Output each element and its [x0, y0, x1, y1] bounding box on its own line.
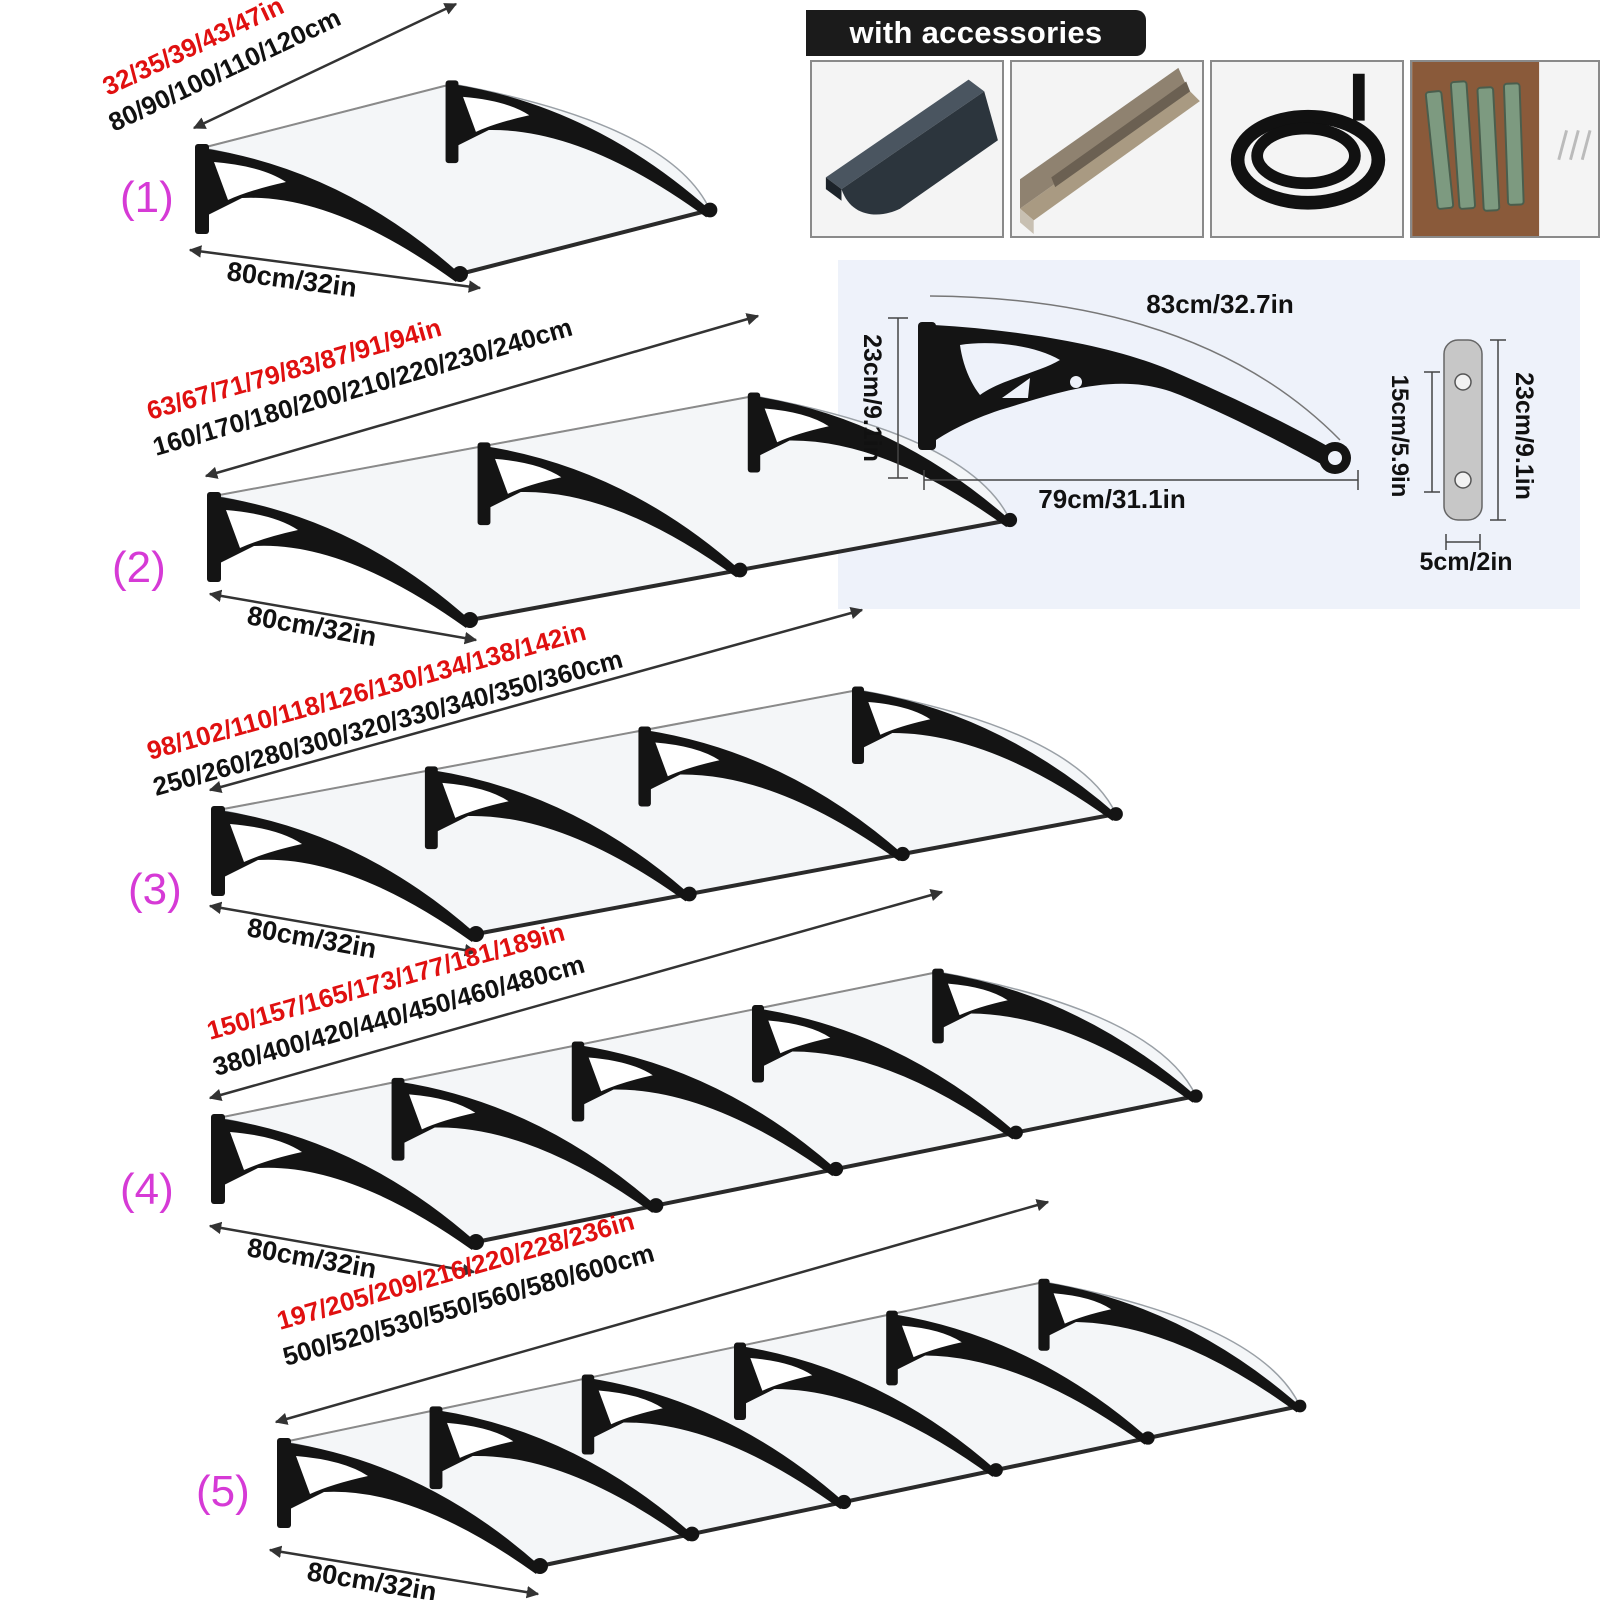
front-bar: [459, 208, 711, 276]
bracket-height-label: 23cm/9.1in: [858, 334, 886, 462]
awning-model-1: 32/35/39/43/47in80/90/100/110/120cm80cm/…: [98, 0, 718, 303]
plate-width-label: 5cm/2in: [1419, 548, 1512, 576]
gutter-icon: [810, 60, 1004, 238]
arc-dimension-line: [929, 295, 1341, 441]
width-dimension-arrow: [192, 2, 458, 130]
plate-hole-spacing-label: 15cm/5.9in: [1386, 375, 1413, 498]
depth-dimension-arrow: [268, 1545, 540, 1599]
accessories-header: with accessories: [806, 10, 1146, 56]
rubber-seal-icon: [1210, 60, 1404, 238]
awning-models: 32/35/39/43/47in80/90/100/110/120cm80cm/…: [98, 0, 1307, 1600]
awning-model-3: 98/102/110/118/126/130/134/138/142in250/…: [128, 606, 1123, 964]
model-label: (3): [128, 865, 182, 914]
bracket-depth-label: 79cm/31.1in: [1038, 484, 1185, 514]
expansion-bolts-icon: [1410, 60, 1600, 238]
awning-model-4: 150/157/165/173/177/181/189in380/400/420…: [120, 889, 1203, 1284]
depth-label: 80cm/32in: [245, 1232, 379, 1284]
width-dimension-arrow: [208, 889, 944, 1101]
awning-bracket: [211, 1114, 484, 1250]
model-label: (2): [112, 543, 166, 592]
aluminum-rail-icon: [1010, 60, 1204, 238]
depth-label: 80cm/32in: [245, 912, 379, 964]
depth-label: 80cm/32in: [245, 600, 379, 652]
plate-height-label: 23cm/9.1in: [1510, 372, 1538, 500]
width-dimension-arrow: [208, 606, 864, 794]
model-label: (4): [120, 1165, 174, 1214]
bracket-spec-diagram: 83cm/32.7in 23cm/9.1in 79cm/31.1in 15cm/…: [858, 289, 1538, 576]
model-label: (1): [120, 173, 174, 222]
mounting-plate: [1443, 339, 1483, 521]
front-bar: [539, 1404, 1301, 1568]
width-dimension-arrow: [204, 313, 760, 479]
arc-length-label: 83cm/32.7in: [1146, 289, 1293, 319]
width-dimension-arrow: [274, 1199, 1050, 1425]
awning-bracket: [429, 1406, 700, 1542]
model-label: (5): [196, 1467, 250, 1516]
depth-label: 80cm/32in: [305, 1556, 439, 1600]
depth-dimension-arrow: [188, 245, 482, 293]
awning-bracket: [211, 806, 484, 942]
